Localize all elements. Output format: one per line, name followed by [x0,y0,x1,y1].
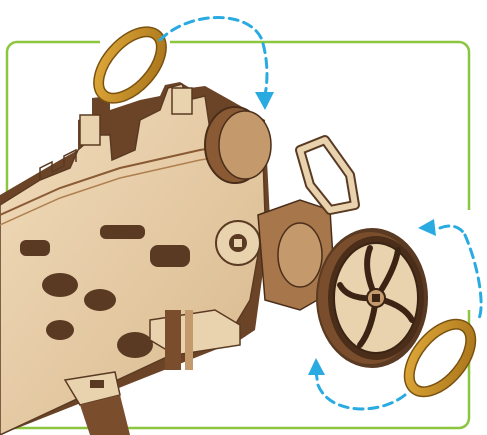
arrow-bottom [308,358,405,409]
wheel [316,228,428,368]
